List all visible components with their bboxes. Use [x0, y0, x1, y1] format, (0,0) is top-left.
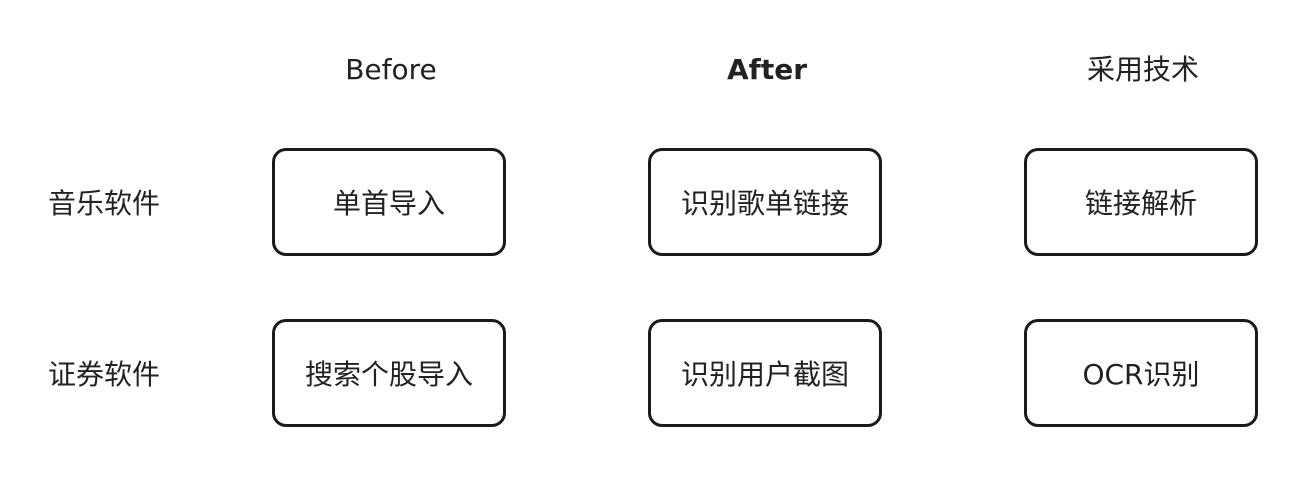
box-securities-tech: OCR识别	[1024, 319, 1258, 427]
box-music-before: 单首导入	[272, 148, 506, 256]
row-label-music-software: 音乐软件	[48, 187, 161, 220]
row-label-securities-software: 证券软件	[48, 358, 161, 391]
box-securities-after: 识别用户截图	[648, 319, 882, 427]
column-header-before: Before	[345, 53, 437, 86]
box-music-tech: 链接解析	[1024, 148, 1258, 256]
box-text: 识别歌单链接	[680, 187, 849, 220]
box-text: OCR识别	[1082, 358, 1200, 391]
box-securities-before: 搜索个股导入	[272, 319, 506, 427]
box-text: 识别用户截图	[680, 358, 849, 391]
box-text: 搜索个股导入	[304, 358, 473, 391]
column-header-after: After	[726, 53, 808, 86]
box-music-after: 识别歌单链接	[648, 148, 882, 256]
column-header-tech: 采用技术	[1086, 53, 1199, 86]
box-text: 单首导入	[332, 187, 445, 220]
box-text: 链接解析	[1084, 187, 1197, 220]
